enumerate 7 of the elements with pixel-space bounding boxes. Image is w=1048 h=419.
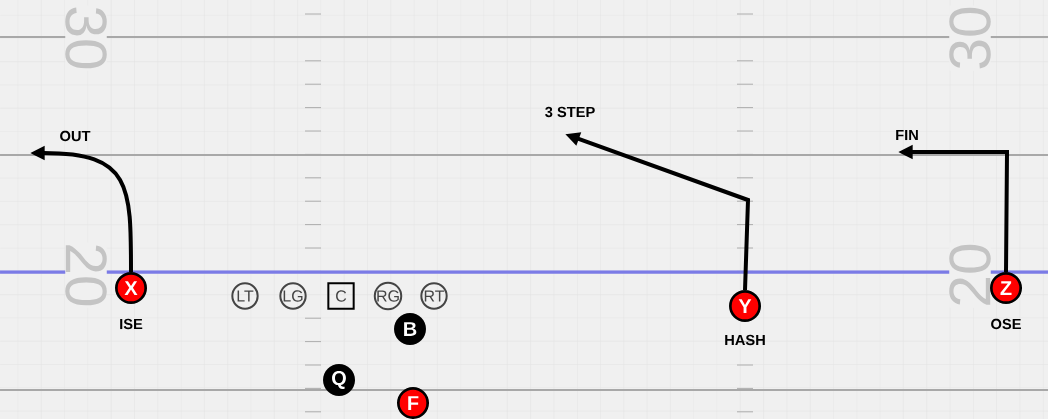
position-label: HASH <box>725 334 765 346</box>
route-label: FIN <box>896 129 918 141</box>
center-square: C <box>327 282 355 310</box>
route-label: 3 STEP <box>545 106 595 118</box>
route-label: OUT <box>60 130 91 142</box>
position-label: ISE <box>120 318 143 330</box>
position-label: OSE <box>991 318 1021 330</box>
